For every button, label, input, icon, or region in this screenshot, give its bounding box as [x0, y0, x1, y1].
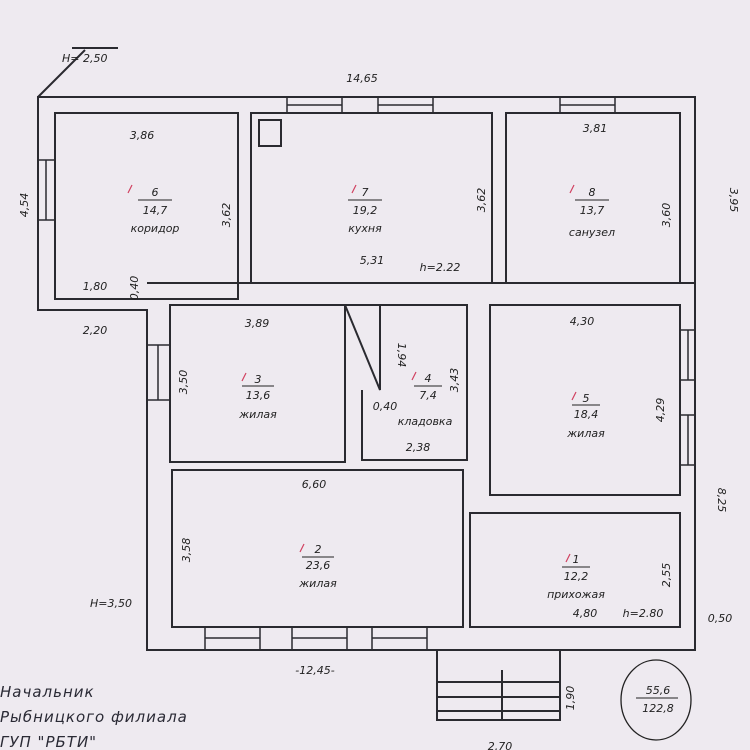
svg-text:13,6: 13,6: [246, 389, 271, 402]
svg-text:7: 7: [362, 186, 369, 199]
svg-text:жилая: жилая: [298, 577, 337, 590]
svg-text:6: 6: [152, 186, 159, 199]
signature-block: Начальник Рыбницкого филиала ГУП "РБТИ": [0, 683, 188, 750]
svg-text:13,7: 13,7: [580, 204, 605, 217]
svg-text:Начальник: Начальник: [0, 683, 95, 701]
svg-text:кладовка: кладовка: [398, 415, 453, 428]
room-4-label: 4 7,4 кладовка: [398, 371, 453, 428]
room-6-label: 6 14,7 коридор: [127, 184, 180, 235]
svg-text:1,90: 1,90: [564, 686, 577, 711]
svg-text:18,4: 18,4: [574, 408, 599, 421]
svg-text:7,4: 7,4: [419, 389, 437, 402]
svg-text:4,29: 4,29: [654, 398, 667, 423]
room-4-outline: [344, 304, 468, 462]
svg-text:h=2.80: h=2.80: [623, 607, 664, 620]
svg-text:3,86: 3,86: [130, 129, 155, 142]
svg-text:4,30: 4,30: [570, 315, 595, 328]
svg-text:h=2.22: h=2.22: [420, 261, 461, 274]
svg-text:санузел: санузел: [569, 226, 615, 239]
svg-text:-12,45-: -12,45-: [295, 664, 334, 677]
porch-steps: [437, 670, 560, 720]
svg-text:H=3,50: H=3,50: [90, 597, 132, 610]
svg-text:2: 2: [315, 543, 322, 556]
room-1-label: 1 12,2 прихожая: [547, 553, 605, 601]
room-5-outline: [489, 304, 681, 496]
svg-text:0,50: 0,50: [708, 612, 733, 625]
svg-text:4: 4: [425, 372, 432, 385]
windows: [37, 96, 696, 651]
svg-text:2,20: 2,20: [83, 324, 108, 337]
room-1-outline: [469, 512, 681, 628]
svg-text:5,31: 5,31: [360, 254, 385, 267]
svg-text:5: 5: [583, 392, 590, 405]
svg-text:12,2: 12,2: [564, 570, 589, 583]
svg-text:14,7: 14,7: [143, 204, 168, 217]
svg-text:2,70: 2,70: [488, 740, 513, 750]
svg-text:0,40: 0,40: [128, 276, 141, 301]
svg-text:1: 1: [573, 553, 580, 566]
svg-text:1,80: 1,80: [83, 280, 108, 293]
svg-text:ГУП "РБТИ": ГУП "РБТИ": [0, 733, 97, 750]
svg-text:3,62: 3,62: [220, 203, 233, 228]
room-8-label: 8 13,7 санузел: [569, 184, 615, 239]
svg-text:8: 8: [589, 186, 596, 199]
svg-text:6,60: 6,60: [302, 478, 327, 491]
svg-text:4,80: 4,80: [573, 607, 598, 620]
svg-text:3,89: 3,89: [245, 317, 270, 330]
stove-icon: [258, 119, 282, 147]
svg-text:14,65: 14,65: [346, 72, 378, 85]
svg-text:коридор: коридор: [131, 222, 180, 235]
porch: [436, 649, 561, 721]
svg-text:4,54: 4,54: [18, 193, 31, 218]
svg-text:H= 2,50: H= 2,50: [62, 52, 107, 65]
svg-text:122,8: 122,8: [642, 702, 674, 715]
svg-text:0,40: 0,40: [373, 400, 398, 413]
outer-wall: [37, 96, 696, 651]
svg-text:3,81: 3,81: [583, 122, 608, 135]
section-line: [37, 47, 118, 98]
svg-text:кухня: кухня: [348, 222, 382, 235]
svg-text:Рыбницкого филиала: Рыбницкого филиала: [0, 708, 188, 726]
svg-text:8,25: 8,25: [715, 488, 728, 513]
svg-text:3,60: 3,60: [660, 203, 673, 228]
area-summary: 55,6 122,8: [620, 659, 692, 741]
room-3-label: 3 13,6 жилая: [238, 372, 277, 421]
svg-text:3,58: 3,58: [180, 538, 193, 563]
svg-text:3: 3: [255, 373, 262, 386]
svg-text:прихожая: прихожая: [547, 588, 605, 601]
svg-text:жилая: жилая: [566, 427, 605, 440]
svg-text:2,55: 2,55: [660, 563, 673, 588]
svg-text:1,94: 1,94: [395, 343, 408, 368]
svg-text:19,2: 19,2: [353, 204, 378, 217]
dimensions: H= 2,50 14,65 4,54 3,95 3,86 3,62 1,80 0…: [18, 52, 740, 750]
svg-text:3,50: 3,50: [177, 370, 190, 395]
svg-text:55,6: 55,6: [646, 684, 671, 697]
svg-text:3,62: 3,62: [475, 188, 488, 213]
room-7-label: 7 19,2 кухня: [348, 184, 382, 235]
svg-text:3,95: 3,95: [727, 188, 740, 213]
svg-text:23,6: 23,6: [306, 559, 331, 572]
svg-text:3,43: 3,43: [448, 368, 461, 393]
room-2-label: 2 23,6 жилая: [298, 543, 337, 590]
svg-text:жилая: жилая: [238, 408, 277, 421]
room-5-label: 5 18,4 жилая: [566, 391, 605, 440]
svg-text:2,38: 2,38: [406, 441, 431, 454]
